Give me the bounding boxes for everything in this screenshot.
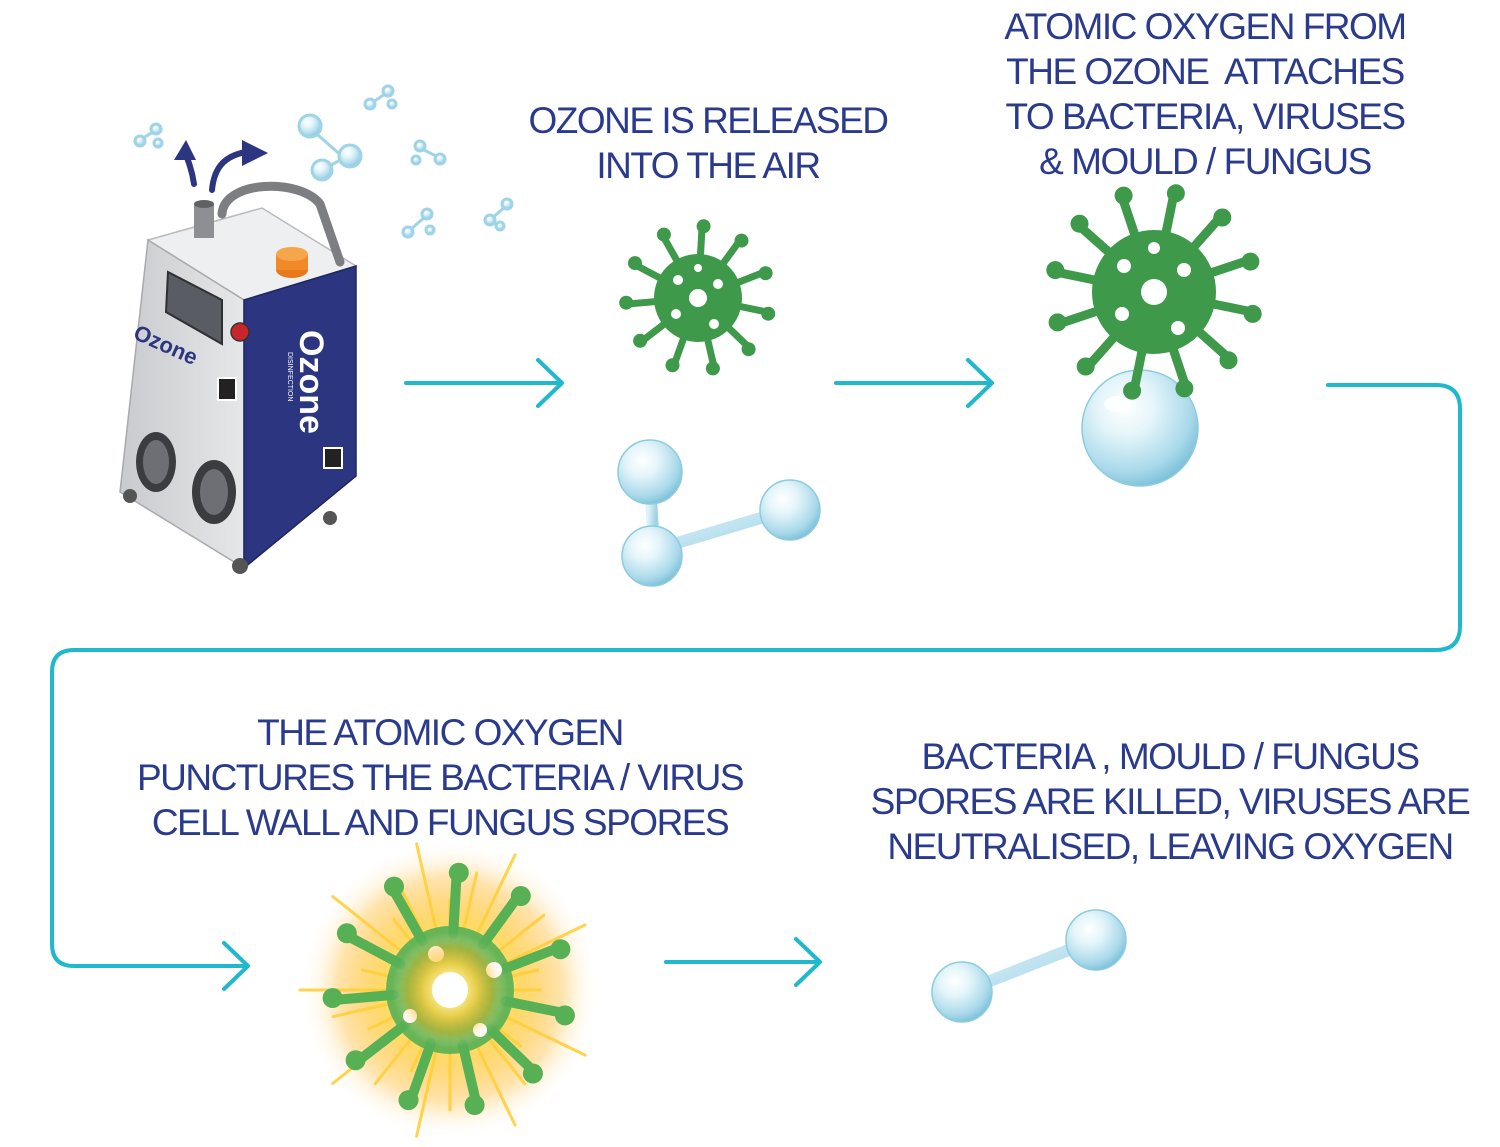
virus-spike <box>499 996 565 1018</box>
virus-spike-tip <box>1046 261 1065 280</box>
virus-spike <box>407 1037 437 1101</box>
right-arrow-icon <box>834 358 994 408</box>
virus-spike-tip <box>741 342 756 357</box>
step-caption-punctures: THE ATOMIC OXYGEN PUNCTURES THE BACTERIA… <box>136 712 745 843</box>
virus-icon <box>1046 184 1262 400</box>
virus-spike <box>485 1024 536 1074</box>
oxygen-molecule-icon <box>617 439 821 587</box>
virus-spike-tip <box>398 1090 419 1111</box>
virus-spike-tip <box>1114 186 1133 205</box>
virus-spike-tip <box>448 862 469 883</box>
virus-spike-tip <box>464 1095 485 1115</box>
flow-connectors <box>50 358 1462 991</box>
virus-spike-tip <box>345 1050 366 1071</box>
front-logo: Ozone <box>292 330 330 434</box>
virus-spike-tip <box>384 876 404 897</box>
right-arrow-icon <box>404 358 564 408</box>
virus-spike-tip <box>1241 252 1260 271</box>
virus-spike <box>389 887 428 947</box>
virus-spike <box>477 894 521 950</box>
virus-spike-tip <box>322 988 343 1008</box>
virus-spike-tip <box>336 923 357 944</box>
virus-spike <box>448 873 462 940</box>
front-tagline: DISINFECTION <box>286 352 293 401</box>
right-arrow-icon <box>664 937 822 987</box>
vent-grille <box>136 432 236 524</box>
output-arrows <box>174 140 268 193</box>
virus-spike-tip <box>758 266 773 281</box>
step-caption-killed: BACTERIA , MOULD / FUNGUS SPORES ARE KIL… <box>870 736 1471 867</box>
virus-spike-tip <box>619 295 634 310</box>
virus-spike-tip <box>1076 357 1095 376</box>
oxygen-molecule-icon <box>931 909 1127 1023</box>
loop-connector <box>50 383 1462 968</box>
virus-spike-tip <box>761 306 776 321</box>
ozone-generator-icon: Ozone Ozone DISINFECTION <box>119 181 358 574</box>
virus-spike-tip <box>550 939 571 960</box>
virus-spike-tip <box>665 358 680 373</box>
virus-spike-tip <box>696 219 711 234</box>
step-caption-released: OZONE IS RELEASED INTO THE AIR <box>528 100 890 186</box>
virus-spike-tip <box>1213 208 1232 227</box>
virus-spike-tip <box>656 227 671 242</box>
virus-spike-tip <box>734 233 749 248</box>
step-caption-attaches: ATOMIC OXYGEN FROM THE OZONE ATTACHES TO… <box>1004 6 1407 182</box>
virus-spike-tip <box>1243 304 1262 323</box>
virus-spike-tip <box>633 333 648 348</box>
virus-icon <box>619 219 776 376</box>
virus-spike-tip <box>628 256 642 271</box>
virus-spike-tip <box>554 1005 575 1026</box>
virus-spike <box>497 944 560 975</box>
virus-spike-tip <box>522 1063 543 1084</box>
virus-spike-tip <box>510 886 531 906</box>
right-arrow-icon <box>222 941 250 991</box>
virus-spike-tip <box>1123 381 1142 400</box>
virus-spike-tip <box>1070 214 1089 233</box>
explosion-icon <box>298 840 600 1140</box>
virus-spike-tip <box>1048 313 1067 332</box>
floating-molecules <box>133 84 514 239</box>
virus-spike <box>457 1039 481 1105</box>
virus-spike <box>333 989 400 1005</box>
virus-spike-tip <box>1219 351 1238 370</box>
virus-spike-tip <box>1175 379 1194 398</box>
virus-spike-tip <box>1166 184 1185 203</box>
virus-spike-tip <box>705 361 720 376</box>
virus-spike <box>356 1019 411 1064</box>
virus-spike <box>345 932 406 969</box>
